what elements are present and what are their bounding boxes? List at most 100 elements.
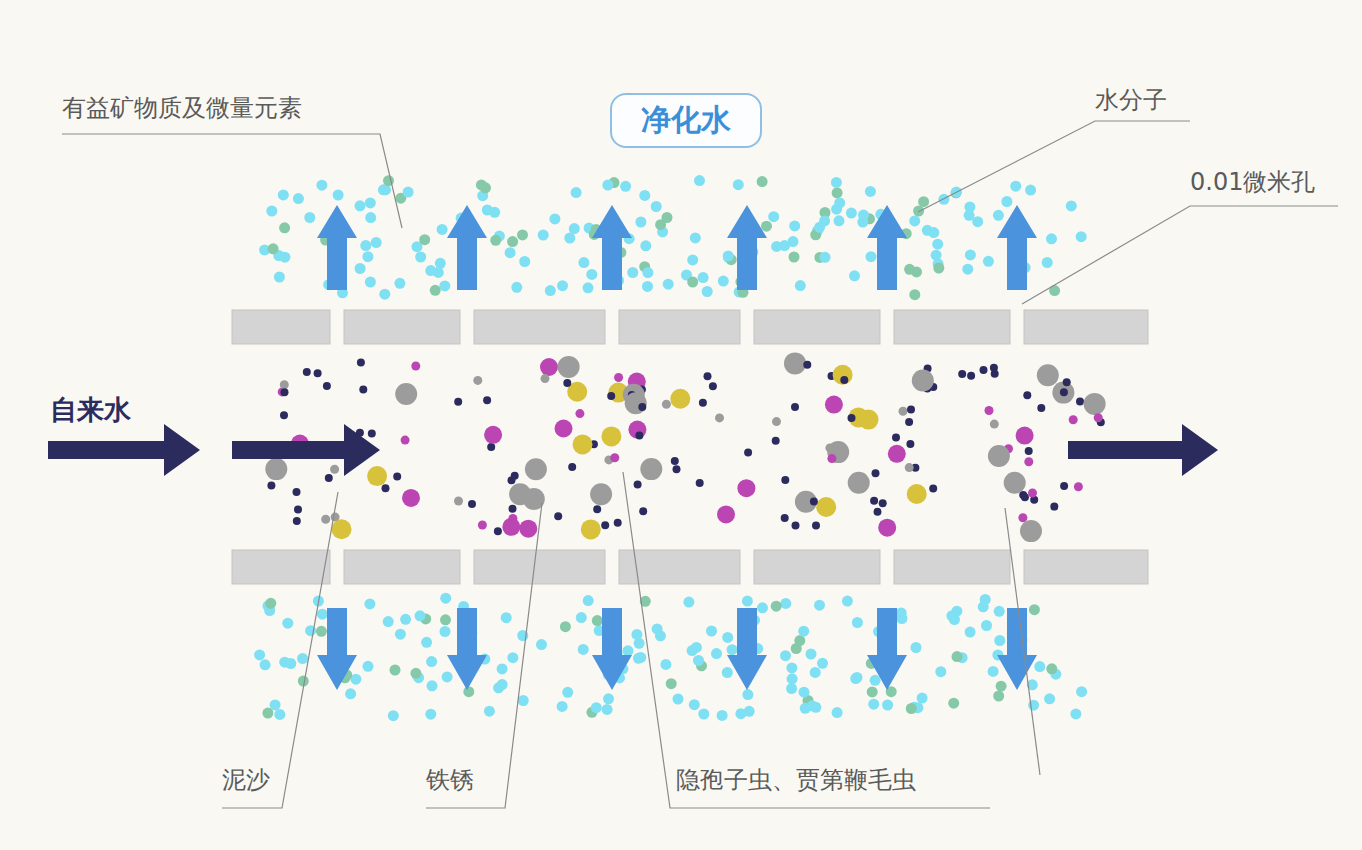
- particle-dot: [425, 709, 436, 720]
- particle-dot: [795, 491, 817, 513]
- particle-dot: [848, 472, 870, 494]
- particle-dot: [994, 606, 1005, 617]
- up-arrow: [317, 205, 357, 290]
- particle-dot: [549, 213, 560, 224]
- particle-dot: [840, 376, 848, 384]
- particle-dot: [282, 618, 293, 629]
- particle-dot: [965, 627, 976, 638]
- particle-dot: [865, 186, 876, 197]
- particle-dot: [928, 227, 939, 238]
- parasite-label: 隐孢子虫、贾第鞭毛虫: [676, 766, 916, 795]
- particle-dot: [610, 453, 619, 462]
- particle-dot: [541, 374, 550, 383]
- particle-dot: [906, 440, 914, 448]
- particle-dot: [383, 616, 394, 627]
- particle-dot: [581, 519, 601, 539]
- particle-dot: [991, 370, 999, 378]
- down-arrow: [447, 608, 487, 690]
- particle-dot: [473, 376, 482, 385]
- particle-dot: [848, 414, 856, 422]
- particle-dot: [981, 620, 992, 631]
- particle-dot: [557, 280, 568, 291]
- particle-dot: [1094, 413, 1103, 422]
- membrane-segment: [474, 310, 605, 344]
- particle-dot: [639, 507, 647, 515]
- particle-dot: [440, 614, 451, 625]
- particle-dot: [505, 247, 516, 258]
- particle-dot: [330, 465, 339, 474]
- particle-dot: [573, 434, 593, 454]
- particle-dot: [634, 638, 645, 649]
- particle-dot: [536, 639, 547, 650]
- particle-dot: [867, 686, 878, 697]
- particle-dot: [508, 476, 516, 484]
- particles: [254, 175, 1106, 721]
- particle-dot: [781, 476, 789, 484]
- particle-dot: [625, 392, 647, 414]
- particle-dot: [711, 648, 722, 659]
- particle-dot: [575, 409, 584, 418]
- particle-dot: [1020, 520, 1042, 542]
- particle-dot: [870, 497, 878, 505]
- inflow-arrow: [232, 424, 380, 476]
- tap-water-label: 自来水: [50, 394, 131, 426]
- particle-dot: [388, 710, 399, 721]
- particle-dot: [357, 359, 365, 367]
- particle-dot: [642, 281, 653, 292]
- particle-dot: [484, 706, 495, 717]
- membrane-bars: [232, 310, 1148, 584]
- particle-dot: [994, 635, 1005, 646]
- membrane-segment: [894, 310, 1010, 344]
- particle-dot: [1010, 181, 1021, 192]
- particle-dot: [993, 691, 1004, 702]
- particle-dot: [1037, 364, 1059, 386]
- particle-dot: [362, 251, 373, 262]
- particle-dot: [303, 368, 311, 376]
- particle-dot: [294, 506, 302, 514]
- particle-dot: [571, 187, 582, 198]
- particle-dot: [419, 234, 430, 245]
- particle-dot: [507, 652, 518, 663]
- particle-dot: [1066, 200, 1077, 211]
- particle-dot: [569, 223, 580, 234]
- membrane-segment: [754, 310, 880, 344]
- membrane-segment: [232, 310, 330, 344]
- particle-dot: [540, 358, 558, 376]
- particle-dot: [849, 270, 860, 281]
- particle-dot: [415, 610, 426, 621]
- particle-dot: [278, 189, 289, 200]
- particle-dot: [786, 662, 797, 673]
- particle-dot: [702, 286, 713, 297]
- title-badge: 净化水: [610, 93, 762, 148]
- particle-dot: [365, 197, 376, 208]
- particle-dot: [490, 235, 501, 246]
- down-arrow: [997, 608, 1037, 690]
- particle-dot: [694, 175, 705, 186]
- particle-dot: [333, 190, 344, 201]
- particle-dot: [935, 666, 946, 677]
- particle-dot: [980, 594, 991, 605]
- particle-dot: [768, 211, 779, 222]
- particle-dot: [411, 362, 420, 371]
- particle-dot: [360, 240, 371, 251]
- leader-lines: [62, 121, 1338, 808]
- particle-dot: [904, 264, 915, 275]
- up-arrow: [592, 205, 632, 290]
- particle-dot: [718, 276, 729, 287]
- particle-dot: [985, 406, 994, 415]
- particle-dot: [279, 252, 290, 263]
- particle-dot: [933, 263, 944, 274]
- particle-dot: [810, 498, 818, 506]
- particle-dot: [655, 630, 666, 641]
- particle-dot: [868, 699, 879, 710]
- particle-dot: [789, 252, 800, 263]
- particle-dot: [691, 642, 702, 653]
- particle-dot: [545, 285, 556, 296]
- particle-dot: [1074, 482, 1083, 491]
- particle-dot: [1021, 493, 1029, 501]
- particle-dot: [367, 466, 387, 486]
- particle-dot: [761, 221, 772, 232]
- membrane-segment: [754, 550, 880, 584]
- particle-dot: [403, 187, 414, 198]
- particle-dot: [907, 405, 915, 413]
